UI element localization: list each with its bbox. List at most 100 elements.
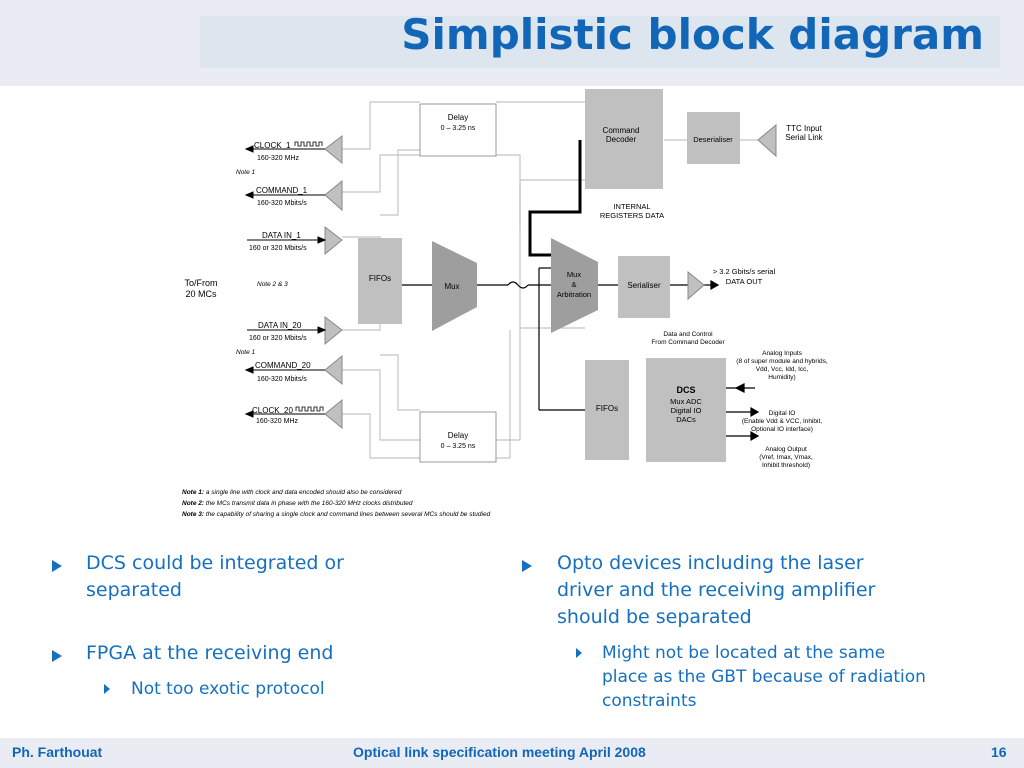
note-1-label: Note 1: <box>182 489 204 496</box>
analog-output-label-1: Analog Output <box>765 446 807 453</box>
bullet-right-1-line-3: should be separated <box>557 606 752 628</box>
data-in-1-rate: 160 or 320 Mbits/s <box>249 245 307 252</box>
footer-meeting: Optical link specification meeting April… <box>353 744 646 760</box>
slide-header: Simplistic block diagram <box>0 0 1024 86</box>
data-path-lines <box>402 267 688 411</box>
delay-top-value: 0 – 3.25 ns <box>441 125 476 132</box>
dcs-label-2: Mux ADC <box>670 397 702 406</box>
delay-bottom-value: 0 – 3.25 ns <box>441 443 476 450</box>
control-lines <box>342 101 758 459</box>
fifos-dcs-block <box>585 360 629 460</box>
serial-out-label-2: DATA OUT <box>726 277 763 286</box>
bullet-left-2: FPGA at the receiving end <box>86 642 334 664</box>
ttc-input-label-2: Serial Link <box>785 133 823 142</box>
mux-arbitration-label-2: & <box>571 280 576 289</box>
page-number: 16 <box>991 744 1007 760</box>
dcs-label-1: DCS <box>676 385 695 395</box>
internal-registers-label-2: REGISTERS DATA <box>600 211 664 220</box>
delay-bottom-label: Delay <box>448 431 468 440</box>
bullet-left-1-line-1: DCS could be integrated or <box>86 552 344 574</box>
mux-arbitration-label-3: Arbitration <box>557 290 591 299</box>
mux-block <box>432 241 477 331</box>
command-decoder-label-2: Decoder <box>606 135 637 144</box>
data-in-20-name: DATA IN_20 <box>258 321 302 330</box>
clock-1-driver <box>324 134 343 165</box>
arrows <box>704 279 760 442</box>
serialiser-label: Serialiser <box>627 281 661 290</box>
analog-inputs-label-3: Vdd, Vcc, Idd, Icc, <box>756 366 809 373</box>
mux-label: Mux <box>444 282 459 291</box>
command-decoder-block <box>585 89 663 189</box>
serialiser-block <box>618 256 670 318</box>
clock-20-driver <box>324 398 343 430</box>
sub-bullet-arrow-icon <box>104 684 110 694</box>
command-20-rate: 160-320 Mbits/s <box>257 376 307 383</box>
slide-footer: Ph. Farthouat Optical link specification… <box>0 738 1024 768</box>
internal-registers-label-1: INTERNAL <box>613 202 650 211</box>
data-in-1-name: DATA IN_1 <box>262 231 301 240</box>
clock-20-name: CLOCK_20 <box>252 406 293 415</box>
note-3-label: Note 3: <box>182 511 204 518</box>
bullet-right-sub-line-2: place as the GBT because of radiation <box>602 667 926 687</box>
bullet-right-sub-line-3: constraints <box>602 691 697 711</box>
bullet-arrow-icon <box>52 560 62 572</box>
serial-out-label-1: > 3.2 Gbits/s serial <box>713 267 776 276</box>
digital-io-label-2: (Enable Vdd & VCC, Inhibit, <box>742 418 822 425</box>
signal-stubs <box>244 145 327 418</box>
note1-top: Note 1 <box>236 169 256 176</box>
data-control-label-1: Data and Control <box>663 331 713 338</box>
command-decoder-label-1: Command <box>603 126 640 135</box>
bullet-right-sub: Might not be located at the same place a… <box>602 641 1002 713</box>
command-1-driver <box>324 179 343 212</box>
mux-arbitration-block <box>551 238 598 333</box>
footer-author: Ph. Farthouat <box>12 744 103 760</box>
digital-io-label-1: Digital IO <box>769 410 796 417</box>
delay-top-label: Delay <box>448 113 468 122</box>
analog-inputs-label-1: Analog Inputs <box>762 350 803 357</box>
header-band <box>200 16 1000 68</box>
ttc-input-label-1: TTC Input <box>786 124 822 133</box>
bullet-right-1: Opto devices including the laser driver … <box>557 550 997 631</box>
fifos-main-block <box>358 238 402 324</box>
note-1-text: a single line with clock and data encode… <box>204 489 402 496</box>
clock-20-freq: 160-320 MHz <box>256 418 299 425</box>
ttc-input-receiver <box>757 123 777 158</box>
bullet-arrow-icon <box>522 560 532 572</box>
clock-20-waveform <box>295 406 324 412</box>
analog-output-label-2: (Vref, Imax, Vmax, <box>759 454 813 461</box>
note23: Note 2 & 3 <box>257 281 288 288</box>
bullet-right-1-line-2: driver and the receiving amplifier <box>557 579 876 601</box>
note1-bottom: Note 1 <box>236 349 256 356</box>
to-from-label-2: 20 MCs <box>185 289 217 299</box>
dcs-block <box>646 358 726 462</box>
bullet-right-1-line-1: Opto devices including the laser <box>557 552 864 574</box>
analog-inputs-label-2: (8 of super module and hybrids, <box>736 358 828 365</box>
bullet-left-1: DCS could be integrated or separated <box>86 550 486 604</box>
dcs-label-4: DACs <box>676 415 696 424</box>
command-20-name: COMMAND_20 <box>255 361 311 370</box>
deserialiser-block <box>687 112 740 164</box>
mux-arbitration-label-1: Mux <box>567 270 581 279</box>
clock-1-freq: 160-320 MHz <box>257 155 300 162</box>
command-1-name: COMMAND_1 <box>256 186 308 195</box>
command-1-rate: 160-320 Mbits/s <box>257 200 307 207</box>
dcs-label-3: Digital IO <box>671 406 702 415</box>
block-diagram: Delay 0 – 3.25 ns Delay 0 – 3.25 ns Comm… <box>182 89 828 518</box>
note-2-label: Note 2: <box>182 500 204 507</box>
clock-1-name: CLOCK_1 <box>254 141 291 150</box>
note-line-1: Note 1: a single line with clock and dat… <box>182 489 402 496</box>
to-from-label-1: To/From <box>184 278 217 288</box>
note-line-3: Note 3: the capability of sharing a sing… <box>182 511 491 518</box>
data-in-20-receiver <box>324 315 343 346</box>
analog-output-label-3: Inhibit threshold) <box>762 462 810 469</box>
bullet-left-sub: Not too exotic protocol <box>131 679 325 699</box>
bullet-arrow-icon <box>52 650 62 662</box>
delay-top-block <box>419 103 497 157</box>
command-20-driver <box>324 354 343 386</box>
fifos-dcs-label: FIFOs <box>596 404 618 413</box>
serial-out-driver <box>687 270 705 301</box>
bullet-left-1-line-2: separated <box>86 579 182 601</box>
sub-bullet-arrow-icon <box>576 648 582 658</box>
note-3-text: the capability of sharing a single clock… <box>204 511 491 518</box>
analog-inputs-label-4: Humidity) <box>768 374 795 381</box>
